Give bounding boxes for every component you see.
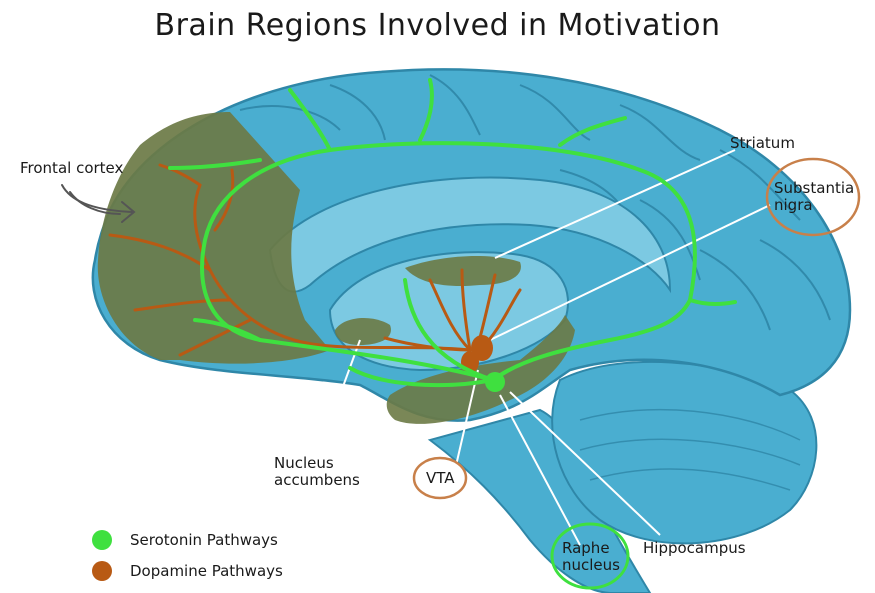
label-substantia-nigra: Substantia nigra (774, 180, 854, 215)
legend-dopamine: Dopamine Pathways (92, 561, 283, 581)
label-hippocampus: Hippocampus (643, 540, 746, 557)
label-nucleus-accumbens: Nucleus accumbens (274, 455, 360, 490)
label-striatum: Striatum (730, 135, 795, 152)
legend-serotonin-label: Serotonin Pathways (130, 531, 278, 549)
label-vta: VTA (426, 470, 455, 487)
legend-dopamine-label: Dopamine Pathways (130, 562, 283, 580)
label-frontal-cortex: Frontal cortex (20, 160, 123, 177)
legend-dopamine-swatch (92, 561, 112, 581)
label-raphe-nucleus: Raphe nucleus (562, 540, 620, 575)
legend-serotonin-swatch (92, 530, 112, 550)
legend-serotonin: Serotonin Pathways (92, 530, 278, 550)
raphe-nucleus-dot (485, 372, 505, 392)
